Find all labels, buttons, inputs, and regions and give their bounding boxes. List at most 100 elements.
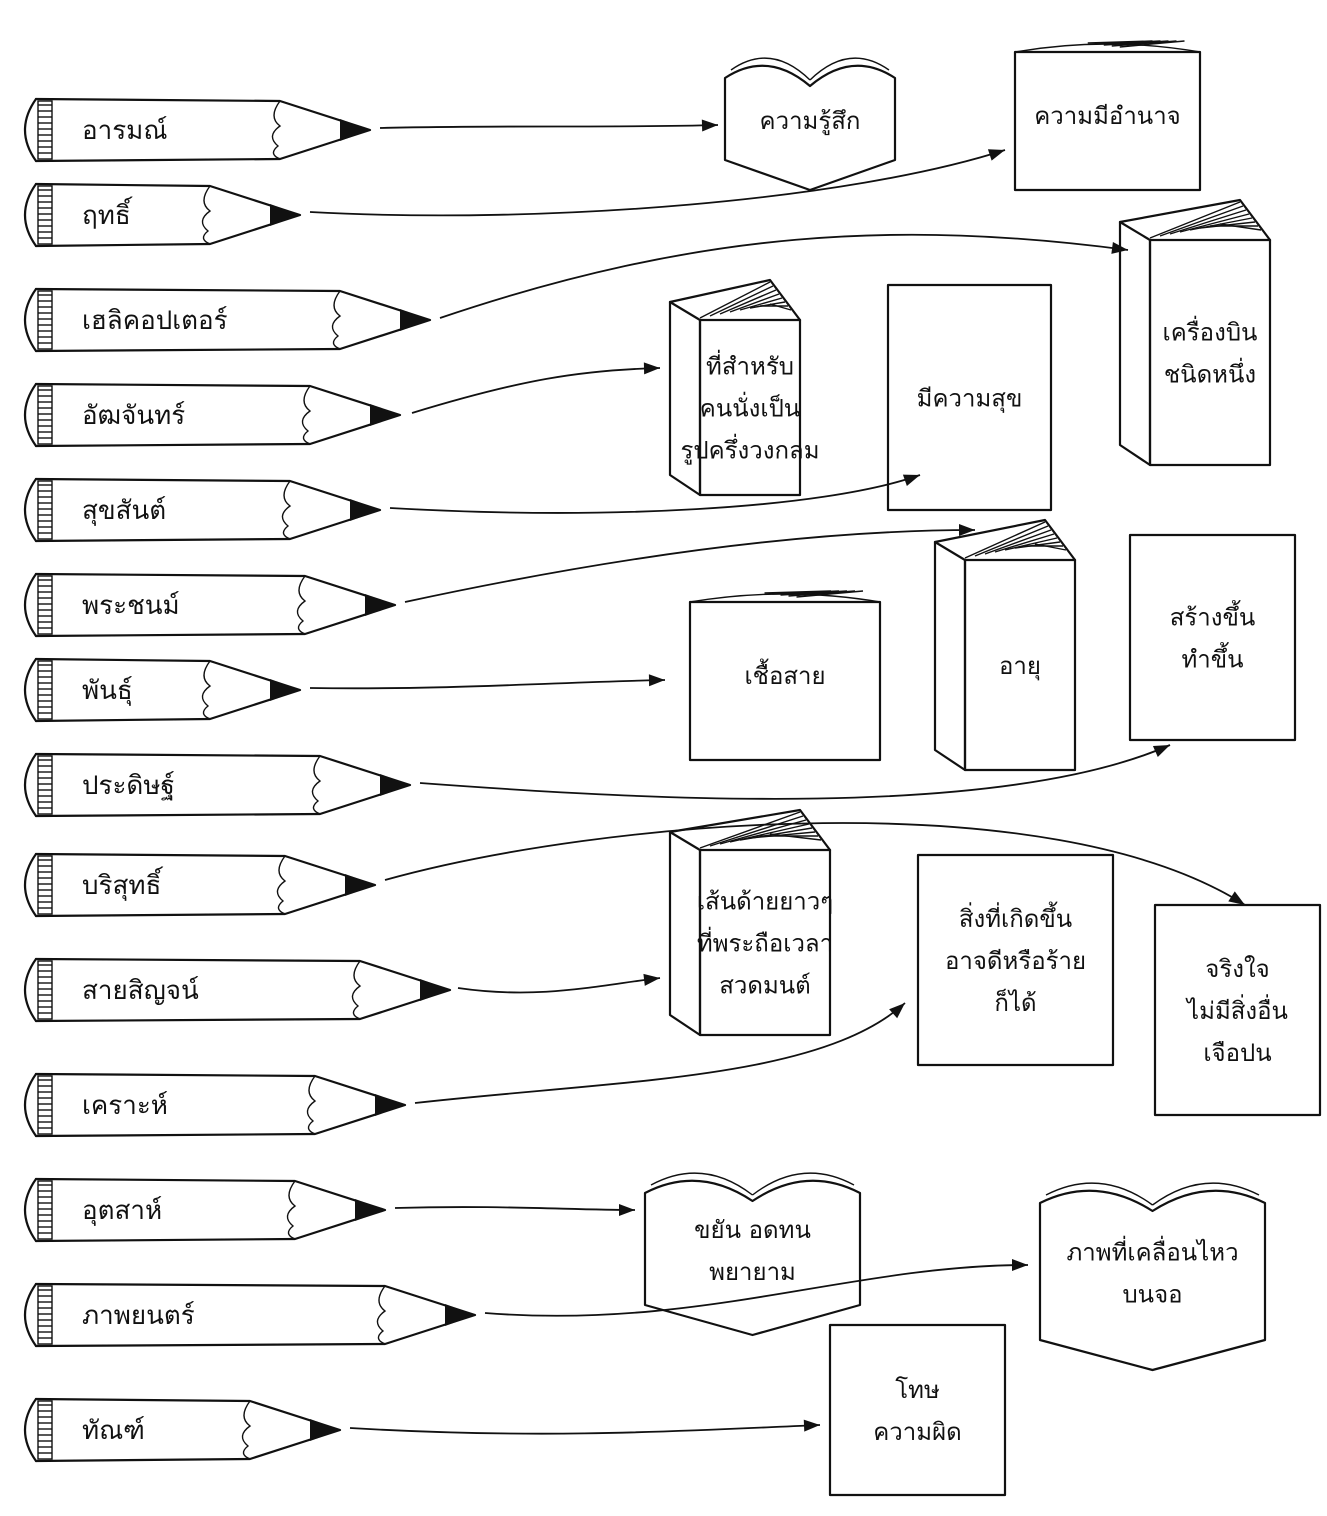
- book-text-line: ขยัน อดทน: [694, 1216, 811, 1244]
- link-p11-b10: [414, 1002, 906, 1104]
- pencil-word: พันธุ์: [82, 676, 133, 706]
- book-text-line: ความมีอำนาจ: [1034, 102, 1180, 130]
- link-p12-b12: [394, 1206, 636, 1211]
- pencil-p14: ทัณฑ์: [24, 1397, 342, 1463]
- book-text-line: อายุ: [999, 652, 1041, 681]
- arrowhead-icon: [803, 1419, 820, 1432]
- pencil-p1: อารมณ์: [24, 97, 372, 163]
- pencil-p3: เฮลิคอปเตอร์: [24, 287, 432, 353]
- book-text-line: สวดมนต์: [719, 972, 811, 1000]
- pencil-p6: พระชนม์: [24, 572, 397, 638]
- book-text-line: คนนั่งเป็น: [700, 392, 800, 423]
- link-p8-b8: [419, 744, 1171, 800]
- arrowhead-icon: [619, 1204, 635, 1216]
- pencil-p2: ฤทธิ์: [24, 182, 302, 248]
- arrowhead-icon: [1152, 745, 1170, 757]
- book-text-line: ไม่มีสิ่งอื่น: [1185, 994, 1288, 1025]
- link-p5-b5: [389, 474, 921, 514]
- link-p2-b2: [309, 149, 1006, 217]
- pencil-p13: ภาพยนตร์: [24, 1282, 477, 1348]
- book-text-line: ที่สำหรับ: [706, 350, 794, 381]
- book-b3: เครื่องบินชนิดหนึ่ง: [1118, 198, 1272, 467]
- link-p7-b6: [309, 679, 666, 690]
- pencil-word: อารมณ์: [82, 116, 167, 146]
- book-text-line: มีความสุข: [917, 385, 1023, 414]
- link-p4-b4: [411, 367, 661, 414]
- book-b6: เชื้อสาย: [688, 590, 882, 762]
- pencil-p8: ประดิษฐ์: [24, 752, 412, 818]
- book-b8: สร้างขึ้นทำขึ้น: [1128, 533, 1297, 742]
- arrowhead-icon: [1012, 1259, 1028, 1271]
- arrowhead-icon: [701, 119, 718, 132]
- arrowhead-icon: [889, 1003, 905, 1019]
- book-definitions: ความรู้สึก ความมีอำนาจเครื่องบินชนิดหนึ่ง…: [643, 40, 1322, 1497]
- book-b5: มีความสุข: [886, 283, 1053, 512]
- book-text-line: สิ่งที่เกิดขึ้น: [959, 901, 1072, 933]
- pencil-p11: เคราะห์: [24, 1072, 407, 1138]
- book-text-line: บนจอ: [1122, 1281, 1182, 1309]
- arrowhead-icon: [643, 973, 660, 986]
- book-b2: ความมีอำนาจ: [1013, 40, 1202, 192]
- book-text-line: ที่พระถือเวลา: [697, 927, 833, 958]
- pencil-word: อัฒจันทร์: [82, 401, 185, 431]
- book-text-line: จริงใจ: [1205, 955, 1269, 983]
- book-text-line: ภาพที่เคลื่อนไหว: [1066, 1236, 1238, 1267]
- book-text-line: สร้างขึ้น: [1170, 600, 1256, 632]
- pencil-p4: อัฒจันทร์: [24, 382, 402, 448]
- arrowhead-icon: [1228, 891, 1245, 905]
- pencil-word: ฤทธิ์: [82, 196, 133, 231]
- book-text-line: โทษ: [895, 1376, 940, 1404]
- pencil-word: อุตสาห์: [82, 1196, 162, 1226]
- book-text-line: อาจดีหรือร้าย: [945, 947, 1086, 975]
- book-b7: อายุ: [933, 518, 1077, 772]
- pencil-terms: อารมณ์ฤทธิ์เฮลิคอปเตอร์อัฒจันทร์สุขสันต์…: [24, 97, 477, 1463]
- pencil-word: ทัณฑ์: [82, 1416, 145, 1446]
- arrowhead-icon: [648, 674, 665, 687]
- link-p14-b14: [349, 1424, 821, 1435]
- pencil-word: เฮลิคอปเตอร์: [82, 306, 228, 336]
- pencil-word: สุขสันต์: [82, 496, 166, 526]
- arrowhead-icon: [643, 362, 660, 375]
- arrowhead-icon: [902, 474, 920, 486]
- connector-arrows: [309, 119, 1246, 1435]
- link-p10-b9: [457, 977, 661, 994]
- pencil-p10: สายสิญจน์: [24, 957, 452, 1023]
- book-text-line: ชนิดหนึ่ง: [1164, 358, 1256, 389]
- pencil-word: ภาพยนตร์: [82, 1301, 195, 1331]
- book-text-line: พยายาม: [709, 1258, 796, 1286]
- arrowhead-icon: [987, 149, 1005, 161]
- book-b1: ความรู้สึก: [723, 57, 897, 192]
- link-p3-b3: [439, 233, 1129, 319]
- arrowhead-icon: [959, 524, 975, 536]
- link-p1-b1: [379, 124, 719, 129]
- link-p9-b11: [384, 822, 1246, 906]
- book-text-line: เส้นด้ายยาวๆ: [697, 888, 833, 916]
- pencil-word: เคราะห์: [82, 1091, 168, 1121]
- book-text-line: รูปครึ่งวงกลม: [680, 434, 819, 466]
- book-text-line: ทำขึ้น: [1181, 642, 1243, 674]
- book-text-line: ก็ได้: [994, 988, 1036, 1017]
- pencil-word: บริสุทธิ์: [82, 866, 164, 901]
- book-text-line: เครื่องบิน: [1163, 316, 1258, 347]
- book-text-line: เชื้อสาย: [744, 658, 825, 690]
- pencil-word: พระชนม์: [82, 591, 180, 621]
- link-p13-b13: [484, 1264, 1029, 1317]
- pencil-p5: สุขสันต์: [24, 477, 382, 543]
- book-text-line: ความรู้สึก: [760, 107, 861, 136]
- pencil-p9: บริสุทธิ์: [24, 852, 377, 918]
- book-text-line: ความผิด: [873, 1418, 961, 1446]
- pencil-p12: อุตสาห์: [24, 1177, 387, 1243]
- pencil-p7: พันธุ์: [24, 657, 302, 723]
- pencil-word: สายสิญจน์: [82, 976, 199, 1006]
- link-p6-b7: [404, 529, 976, 603]
- book-text-line: เจือปน: [1203, 1039, 1271, 1067]
- pencil-word: ประดิษฐ์: [82, 771, 175, 801]
